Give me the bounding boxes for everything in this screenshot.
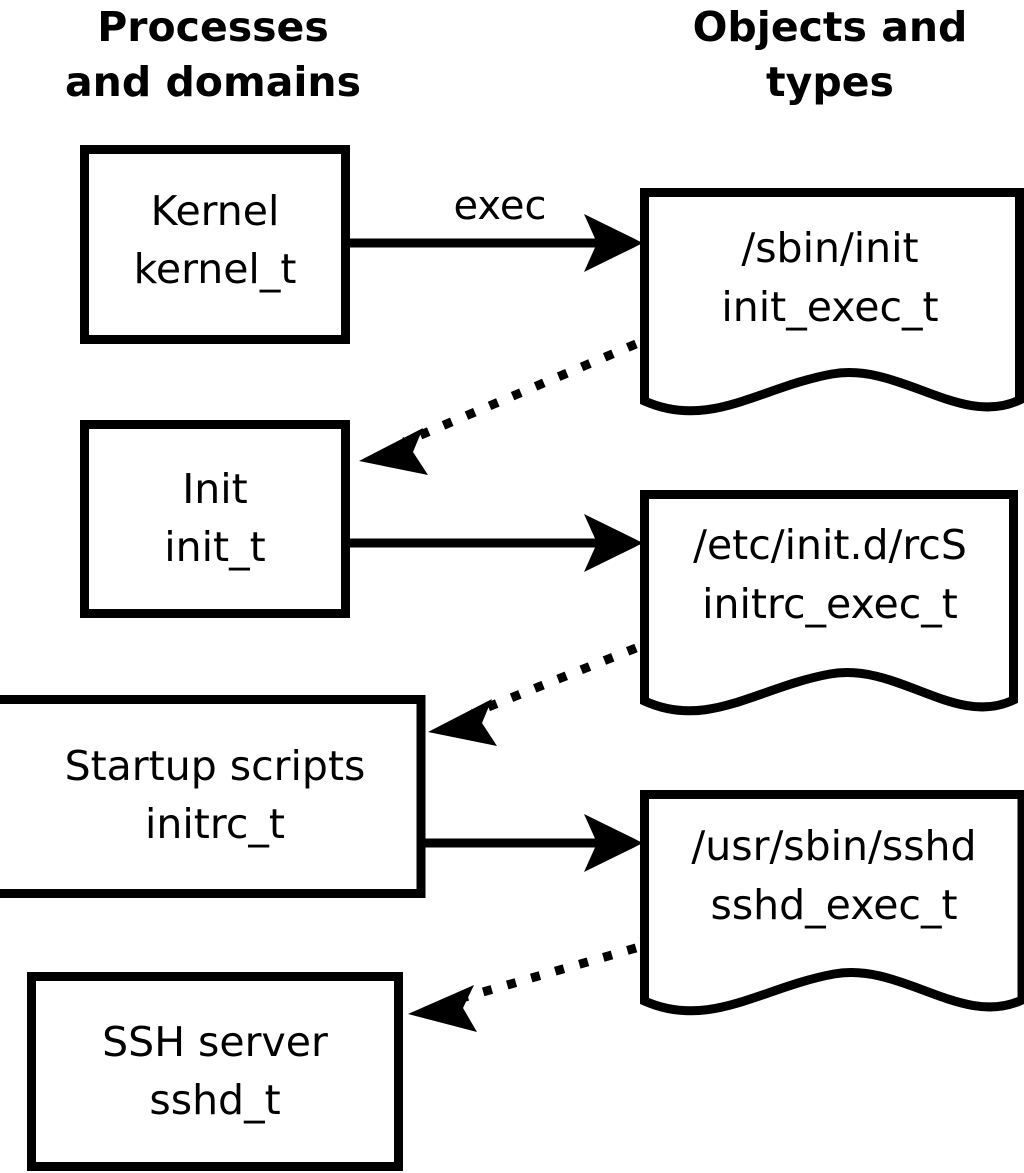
node-label-line2: kernel_t	[134, 245, 297, 293]
object-node-sbin-init[interactable]: /sbin/init init_exec_t	[640, 188, 1024, 416]
edge-init-exec-initrc_exec	[350, 514, 643, 572]
column-header-objects: Objects and types	[693, 3, 968, 106]
arrow-head-icon	[408, 985, 477, 1032]
arrow-head-icon	[584, 814, 643, 872]
process-node-startup-scripts[interactable]: Startup scripts initrc_t	[0, 695, 426, 898]
node-label-line1: /usr/sbin/sshd	[691, 822, 976, 870]
node-label-line2: init_exec_t	[721, 283, 938, 331]
node-document-shape[interactable]	[640, 790, 1024, 1016]
node-label-line2: initrc_t	[145, 800, 285, 848]
edge-init_exec-transition-init	[359, 339, 638, 475]
edge-initrc_exec-transition-initrc	[428, 643, 638, 746]
object-node-etc-initd-rcs[interactable]: /etc/init.d/rcS initrc_exec_t	[640, 490, 1018, 716]
arrow-head-icon	[584, 514, 643, 572]
edge-line	[402, 339, 638, 447]
node-label-line2: sshd_t	[149, 1076, 280, 1124]
object-node-usr-sbin-sshd[interactable]: /usr/sbin/sshd sshd_exec_t	[640, 790, 1024, 1016]
objects-header-line2: types	[766, 58, 894, 106]
process-node-kernel[interactable]: Kernel kernel_t	[80, 145, 350, 344]
node-box[interactable]	[80, 420, 350, 618]
edge-sshd_exec-transition-sshd	[408, 943, 638, 1032]
node-label-line1: Init	[182, 465, 248, 513]
node-label-line2: initrc_exec_t	[702, 580, 958, 628]
arrow-head-icon	[584, 214, 643, 272]
processes-header-line1: Processes	[97, 3, 329, 51]
column-header-processes: Processes and domains	[65, 3, 361, 106]
objects-header-line1: Objects and	[693, 3, 968, 51]
node-label-line1: /etc/init.d/rcS	[693, 521, 967, 569]
edge-initrc-exec-sshd_exec	[425, 814, 643, 872]
edge-label-exec: exec	[454, 183, 547, 229]
node-label-line1: /sbin/init	[741, 224, 918, 272]
node-label-line1: SSH server	[102, 1018, 328, 1066]
process-node-ssh-server[interactable]: SSH server sshd_t	[27, 972, 403, 1171]
node-label-line2: init_t	[164, 523, 265, 571]
process-node-init[interactable]: Init init_t	[80, 420, 350, 618]
node-box[interactable]	[27, 972, 403, 1171]
node-document-shape[interactable]	[640, 188, 1024, 416]
arrow-head-icon	[359, 428, 428, 475]
edge-line	[453, 943, 638, 1005]
processes-header-line2: and domains	[65, 58, 361, 106]
node-box[interactable]	[0, 695, 426, 898]
edge-line	[471, 643, 638, 718]
node-label-line2: sshd_exec_t	[710, 881, 957, 929]
arrow-head-icon	[428, 699, 497, 746]
node-label-line1: Startup scripts	[65, 742, 366, 790]
edge-kernel-exec-init_exec: exec	[350, 183, 643, 272]
node-document-shape[interactable]	[640, 490, 1018, 716]
node-box[interactable]	[80, 145, 350, 344]
node-label-line1: Kernel	[151, 187, 280, 235]
